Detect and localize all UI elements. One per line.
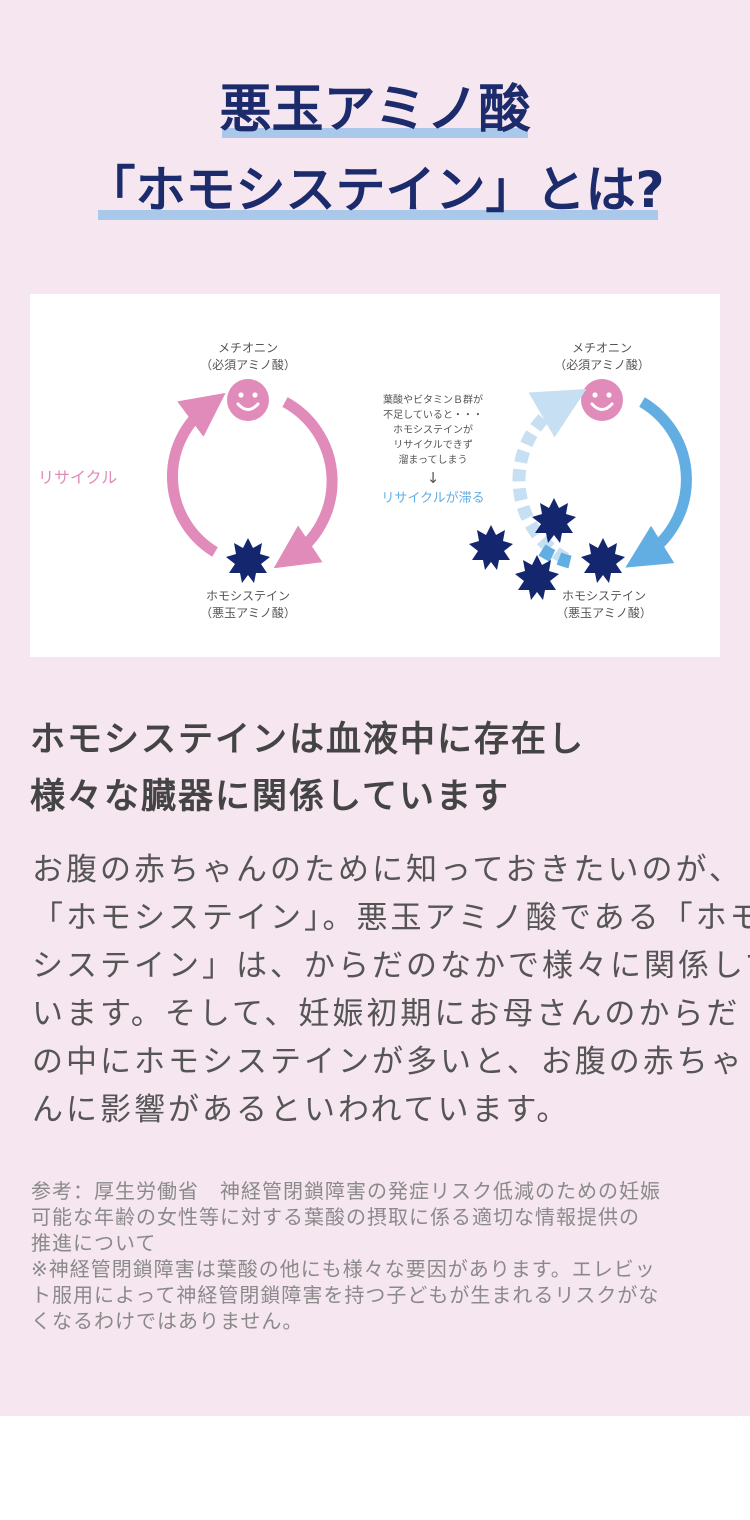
reference-line-5: ト服用によって神経管閉鎖障害を持つ子どもが生まれるリスクがな [31,1283,660,1307]
body-text-line-5: の中にホモシステインが多いと、お腹の赤ちゃ [32,1044,745,1080]
left-homocysteine-spiky-ball-icon [226,538,270,583]
right-smiley-face-icon [581,379,623,421]
note-line-2: 不足していると・・・ [383,409,483,421]
page-title-line-1: 悪玉アミノ酸 [0,78,750,142]
left-methionine-label: メチオニン [218,341,278,355]
note-line-5: 溜まってしまう [398,453,467,466]
right-homocysteine-sub-label: （悪玉アミノ酸） [556,605,652,620]
note-line-3: ホモシステインが [393,423,473,436]
left-homocysteine-sub-label: （悪玉アミノ酸） [200,605,296,620]
right-methionine-label: メチオニン [572,341,632,355]
section-heading-line-1: ホモシステインは血液中に存在し [30,720,586,760]
reference-line-4: ※神経管閉鎖障害は葉酸の他にも様々な要因があります。エレビッ [31,1257,656,1281]
right-methionine-sub-label: （必須アミノ酸） [554,357,650,372]
recycle-diagram: メチオニン （必須アミノ酸） リサイクル ホモシステイン （悪玉アミノ酸） メチ… [30,294,720,657]
reference-line-6: くなるわけではありません。 [31,1309,304,1333]
reference-line-1: 参考：厚生労働省 神経管閉鎖障害の発症リスク低減のための妊娠 [31,1179,661,1203]
title-text-1: 悪玉アミノ酸 [219,80,531,140]
body-text-line-2: 「ホモシステイン」。悪玉アミノ酸である「ホモ [32,900,750,936]
section-heading-line-2: 様々な臓器に関係しています [30,777,510,817]
body-text-line-4: います。そして、妊娠初期にお母さんのからだ [32,996,741,1032]
recycle-diagram-svg: メチオニン （必須アミノ酸） リサイクル ホモシステイン （悪玉アミノ酸） メチ… [38,341,692,620]
homocysteine-spiky-ball-icon-4 [581,538,625,583]
body-text-line-1: お腹の赤ちゃんのために知っておきたいのが、 [32,852,743,888]
recycle-label: リサイクル [38,468,117,487]
reference-line-2: 可能な年齢の女性等に対する葉酸の摂取に係る適切な情報提供の [31,1205,640,1229]
right-homocysteine-label: ホモシステイン [562,589,646,603]
title-highlight-2 [98,210,658,220]
title-highlight-1 [222,128,528,138]
right-dashed-arrow-bottom-icon [538,544,572,569]
right-dashed-arrow-icon [512,388,587,565]
recycle-stalled-label: リサイクルが滞る [381,491,484,506]
title-text-2: 「ホモシステイン」とは? [85,161,665,219]
body-text-line-6: んに影響があるといわれています。 [32,1092,571,1128]
left-cycle-arrow-left-icon [166,392,226,557]
homocysteine-spiky-ball-icon-1 [532,498,576,543]
right-cycle-arrow-icon [625,397,692,568]
content-panel [0,0,750,1416]
page-title-line-2: 「ホモシステイン」とは? [0,158,750,222]
note-down-arrow-icon: ↓ [427,469,440,487]
homocysteine-spiky-ball-icon-3 [515,555,559,600]
left-homocysteine-label: ホモシステイン [206,589,290,603]
body-text-line-3: システイン」は、からだのなかで様々に関係して [32,948,750,984]
reference-line-3: 推進について [31,1231,157,1255]
note-line-4: リサイクルできず [393,439,473,451]
note-line-1: 葉酸やビタミンＢ群が [383,393,483,406]
left-smiley-face-icon [227,379,269,421]
homocysteine-spiky-ball-icon-2 [469,525,513,570]
left-cycle-arrow-right-icon [273,397,338,569]
left-methionine-sub-label: （必須アミノ酸） [200,357,296,372]
